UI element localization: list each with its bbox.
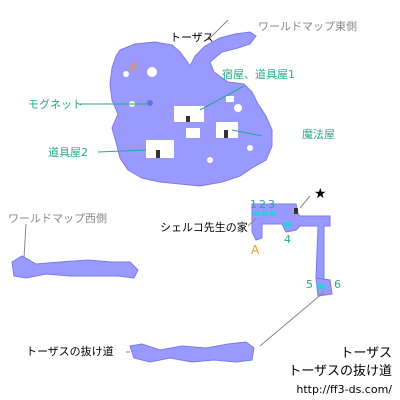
moogle-net-spot: [147, 100, 153, 106]
town-label: トーザス: [170, 31, 214, 44]
world-map-west-label: ワールドマップ西側: [8, 212, 107, 225]
stairs-1: [254, 211, 260, 216]
magic-shop-label: 魔法屋: [302, 127, 335, 141]
tozas-passage-label: トーザスの抜け道: [26, 344, 114, 358]
marker-1: 1: [250, 198, 257, 211]
footer-url: http://ff3-ds.com/: [296, 383, 392, 396]
world-map-east-label: ワールドマップ東側: [258, 20, 357, 33]
marker-3: 3: [268, 198, 275, 211]
star-marker: ★: [314, 186, 327, 202]
marker-a-lower: A: [251, 243, 260, 257]
stairs-4: [284, 222, 291, 227]
town-map: [109, 31, 273, 187]
central-tunnel: [129, 341, 255, 363]
passage-map: [11, 203, 333, 363]
town-callouts: [80, 19, 263, 153]
inn-building: [174, 106, 204, 122]
rock: [234, 104, 242, 112]
rock: [147, 67, 157, 77]
star-door: [294, 208, 298, 214]
item-shop-2-building: [146, 140, 174, 158]
rock: [207, 157, 213, 163]
marker-4: 4: [284, 233, 291, 246]
inn-item-shop-1-label: 宿屋、道具屋1: [222, 67, 295, 81]
moogle-net-label: モグネット: [28, 97, 83, 111]
marker-a-upper: A: [129, 60, 138, 74]
marker-6: 6: [334, 278, 341, 291]
marker-5: 5: [306, 278, 313, 291]
sheruko-house-label: シェルコ先生の家: [160, 220, 248, 234]
item-shop-2-door: [156, 150, 160, 158]
magic-shop-door: [224, 130, 228, 138]
item-shop-2-label: 道具屋2: [48, 145, 88, 159]
inn-door: [186, 116, 190, 122]
footer-title-2: トーザスの抜け道: [288, 363, 392, 379]
small-building: [186, 128, 200, 138]
rock: [247, 145, 253, 151]
rock: [226, 96, 234, 102]
rock: [123, 71, 129, 77]
footer-title-1: トーザス: [340, 346, 392, 361]
stairs-2: [262, 211, 268, 216]
stairs-3: [270, 211, 276, 216]
sheruko-house-corridor: [251, 203, 331, 287]
stairs-5: [318, 284, 326, 289]
west-tunnel: [11, 255, 139, 279]
marker-2: 2: [259, 198, 266, 211]
passage-callouts: [23, 195, 325, 353]
